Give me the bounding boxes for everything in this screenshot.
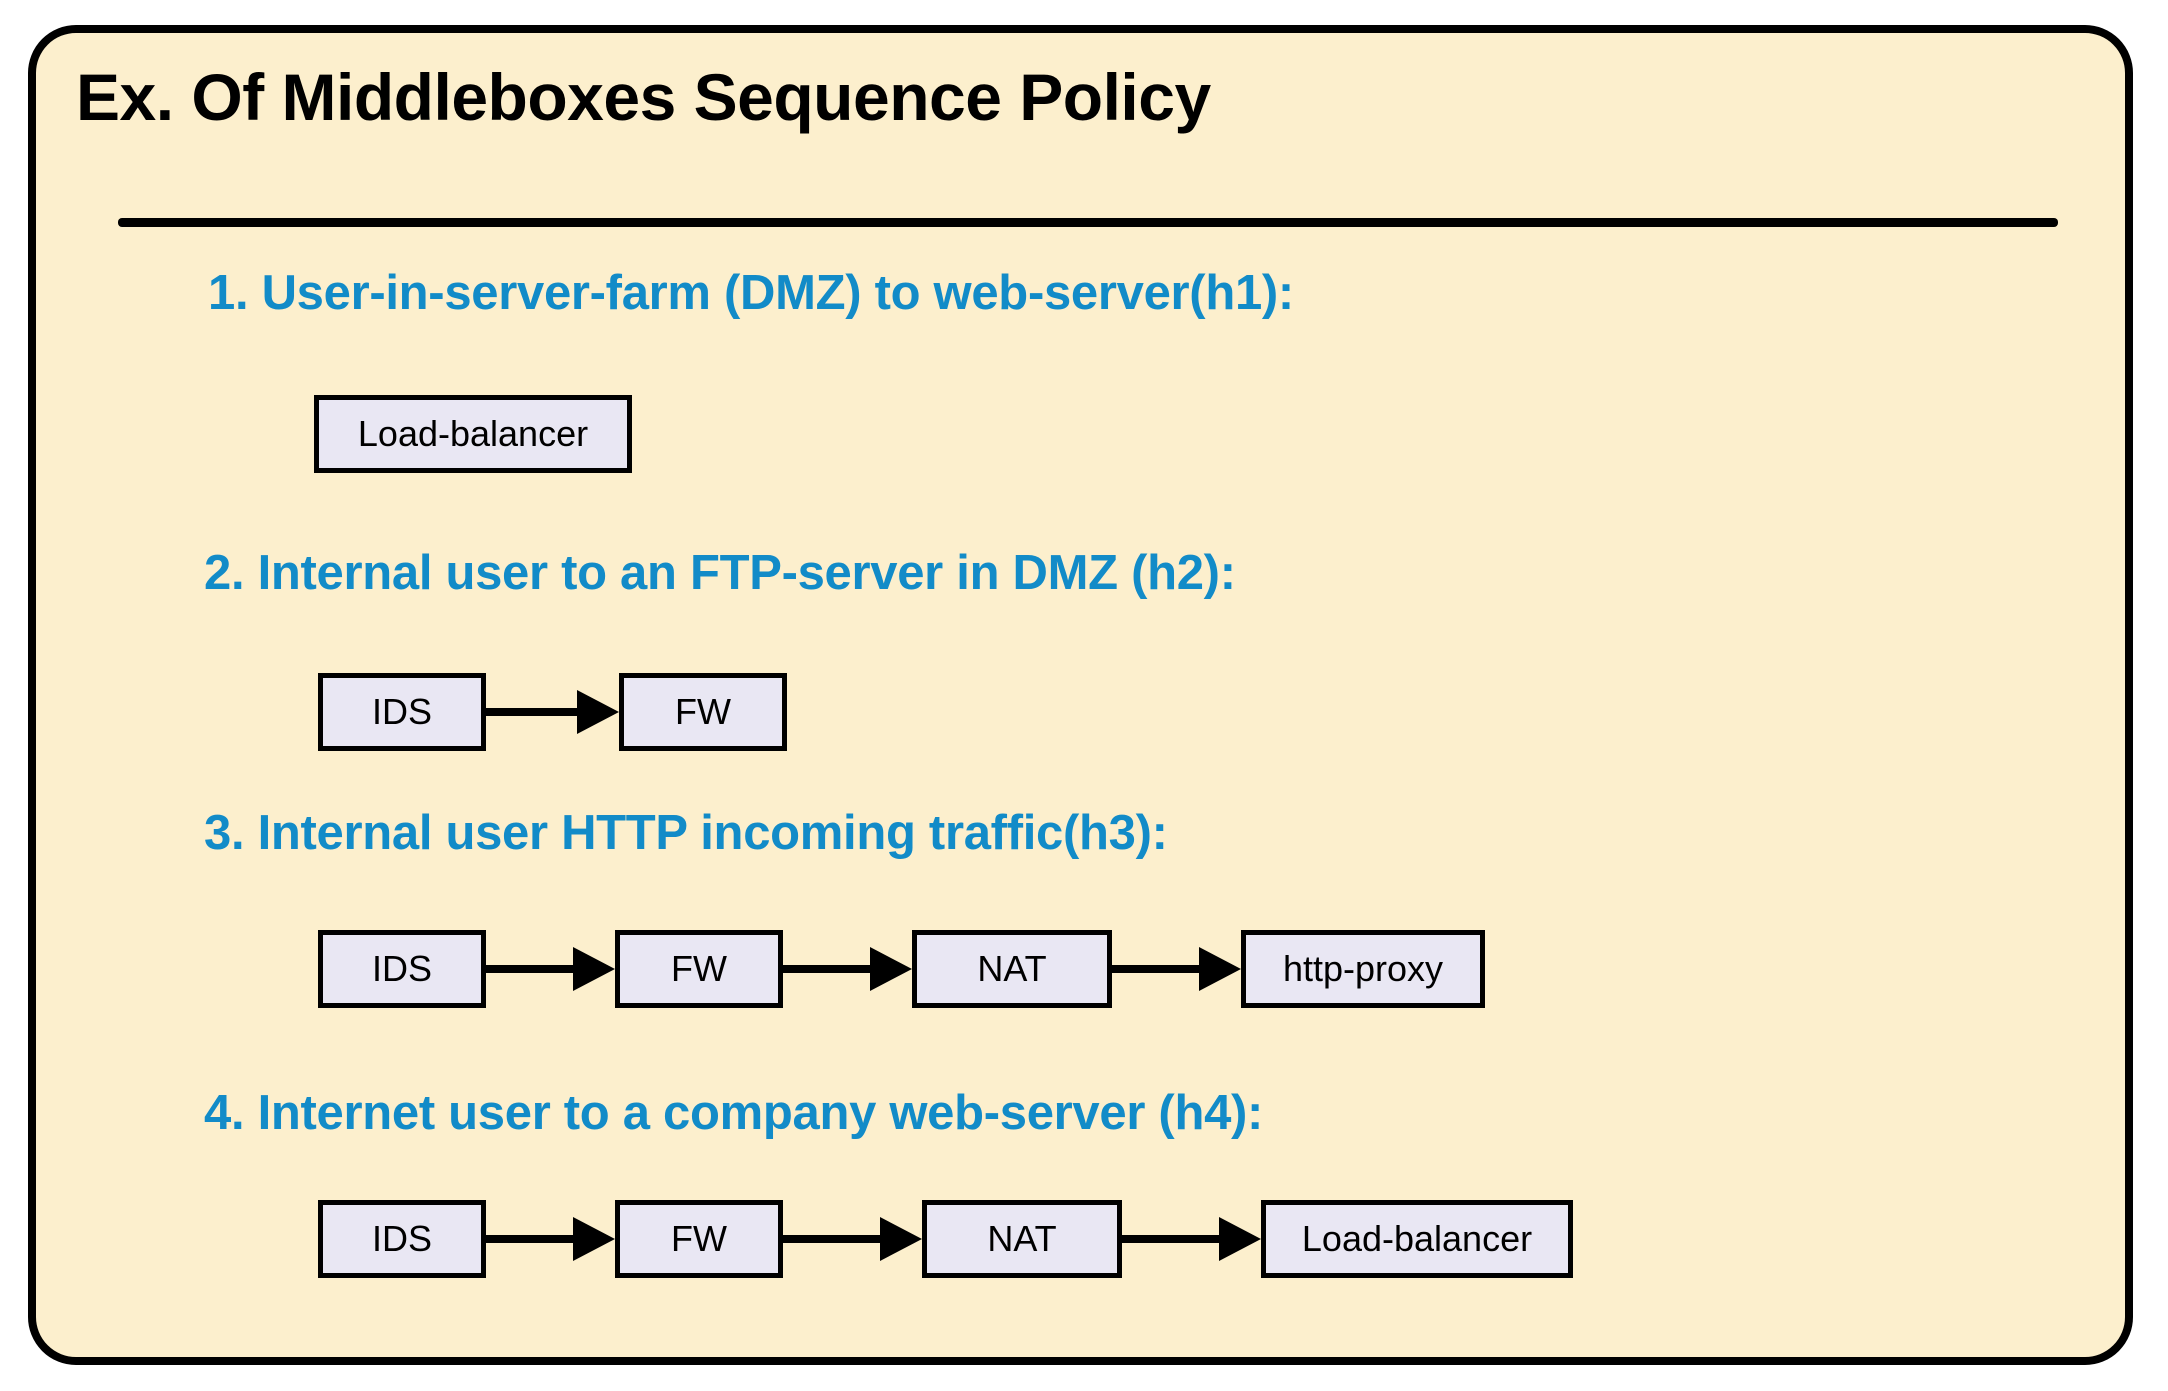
middlebox-fw[interactable]: FW [615, 930, 783, 1008]
middlebox-load-balancer[interactable]: Load-balancer [314, 395, 632, 473]
arrow-icon [1122, 1200, 1261, 1278]
section-heading-3: 3. Internal user HTTP incoming traffic(h… [204, 806, 1168, 860]
arrow-icon [783, 930, 912, 1008]
section-heading-4: 4. Internet user to a company web-server… [204, 1086, 1264, 1140]
middlebox-chain-1: Load-balancer [314, 395, 632, 473]
title-divider [118, 218, 2058, 227]
middlebox-ids[interactable]: IDS [318, 1200, 486, 1278]
middlebox-chain-2: IDS FW [318, 673, 787, 751]
middlebox-load-balancer[interactable]: Load-balancer [1261, 1200, 1573, 1278]
section-heading-1: 1. User-in-server-farm (DMZ) to web-serv… [208, 266, 1294, 320]
page-title: Ex. Of Middleboxes Sequence Policy [76, 60, 1211, 134]
middlebox-chain-3: IDS FW NAT http-proxy [318, 930, 1485, 1008]
section-heading-2: 2. Internal user to an FTP-server in DMZ… [204, 546, 1236, 600]
middlebox-chain-4: IDS FW NAT Load-balancer [318, 1200, 1573, 1278]
slide-frame: Ex. Of Middleboxes Sequence Policy 1. Us… [28, 25, 2133, 1365]
arrow-icon [486, 1200, 615, 1278]
arrow-icon [486, 673, 619, 751]
arrow-icon [1112, 930, 1241, 1008]
middlebox-nat[interactable]: NAT [912, 930, 1112, 1008]
middlebox-http-proxy[interactable]: http-proxy [1241, 930, 1485, 1008]
middlebox-ids[interactable]: IDS [318, 930, 486, 1008]
middlebox-nat[interactable]: NAT [922, 1200, 1122, 1278]
middlebox-fw[interactable]: FW [619, 673, 787, 751]
middlebox-fw[interactable]: FW [615, 1200, 783, 1278]
arrow-icon [486, 930, 615, 1008]
arrow-icon [783, 1200, 922, 1278]
middlebox-ids[interactable]: IDS [318, 673, 486, 751]
